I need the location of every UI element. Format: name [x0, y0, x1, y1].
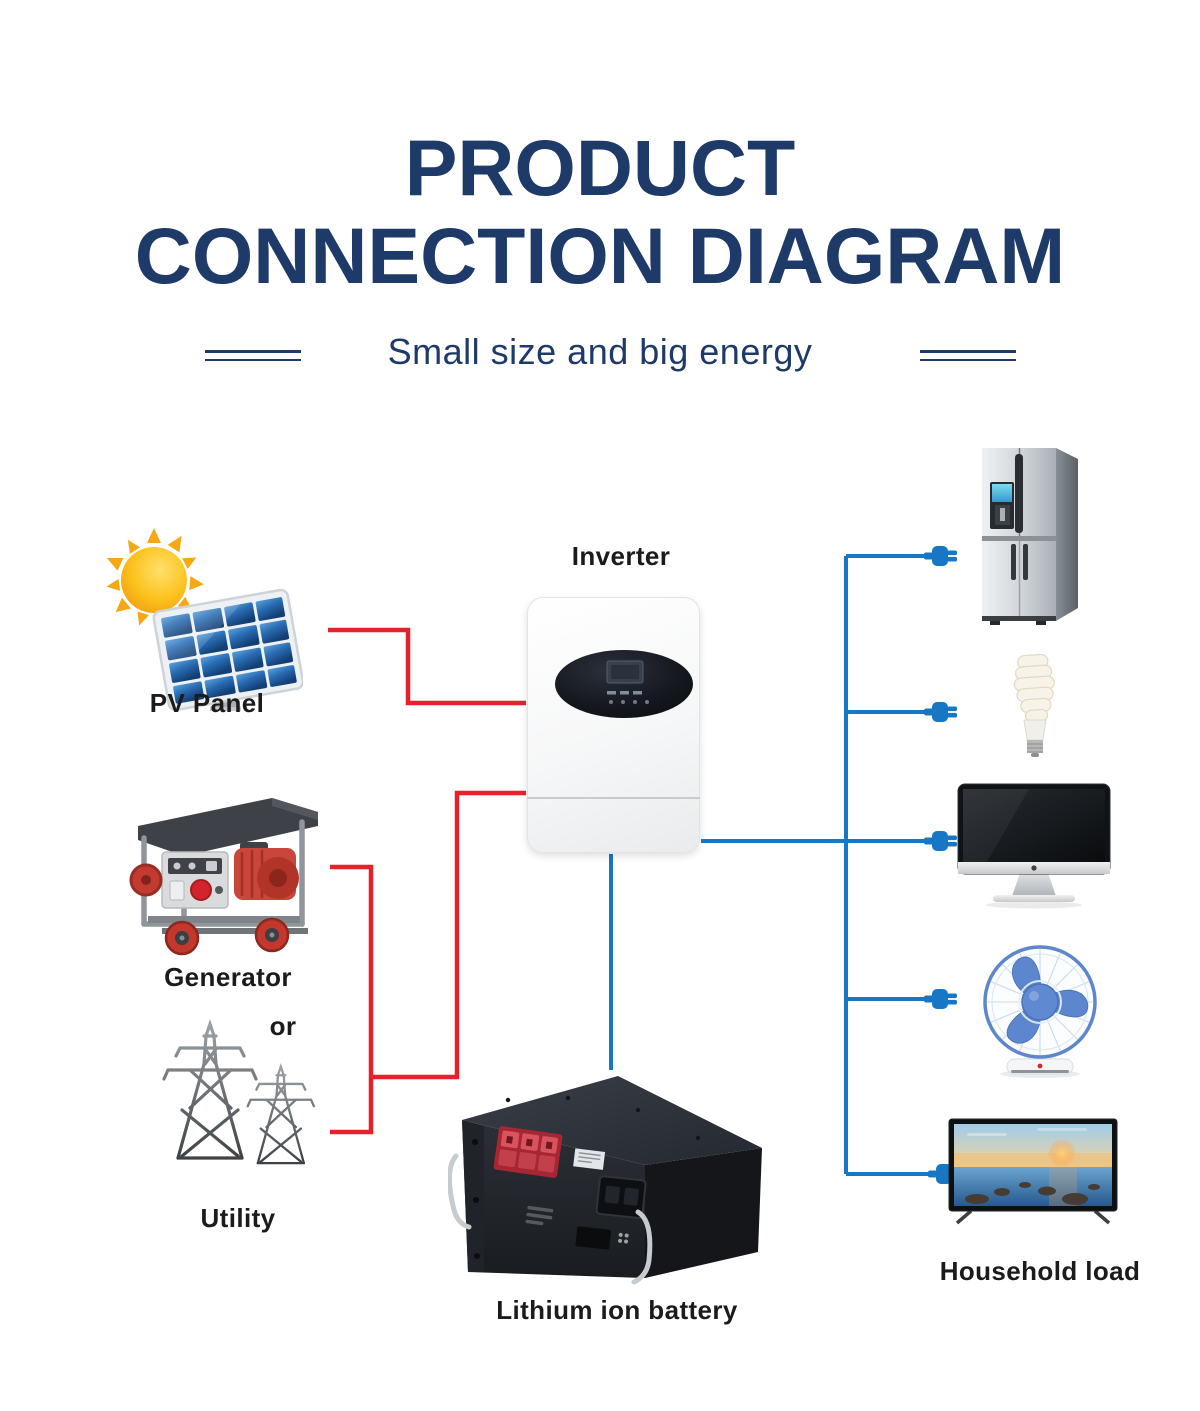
power-plug-icon	[924, 831, 957, 851]
generator-label: Generator	[164, 962, 292, 992]
power-plug-icon	[924, 546, 957, 566]
household-load-label: Household load	[939, 1256, 1141, 1286]
inverter-screen	[555, 650, 693, 718]
cfl-bulb-icon	[1013, 653, 1055, 757]
wire-generator-utility-bus	[330, 864, 374, 1135]
inverter-label: Inverter	[571, 541, 671, 571]
sun-icon	[106, 528, 204, 627]
refrigerator-icon	[982, 448, 1078, 625]
solar-panel-icon	[152, 588, 303, 711]
battery-red-connector	[493, 1126, 563, 1178]
tv-icon	[948, 1118, 1118, 1225]
title-line-2: CONNECTION DIAGRAM	[134, 211, 1066, 301]
subtitle-decoration-left	[205, 350, 301, 367]
wire-pv-to-inverter	[328, 627, 526, 706]
computer-icon	[957, 783, 1111, 909]
battery-label: Lithium ion battery	[496, 1295, 738, 1325]
power-plug-icon	[924, 702, 957, 722]
power-plug-icon	[924, 989, 957, 1009]
utility-towers-icon	[162, 1018, 316, 1165]
sun-solar-panel-icon	[106, 528, 303, 711]
fridge-dispenser	[990, 482, 1014, 529]
page-title: PRODUCT CONNECTION DIAGRAM	[0, 123, 1200, 301]
or-label: or	[269, 1011, 297, 1041]
utility-label: Utility	[200, 1203, 276, 1233]
apple-logo-dot	[1031, 865, 1037, 871]
desk-fan-icon	[983, 945, 1097, 1078]
inverter-image	[527, 597, 700, 853]
subtitle-decoration-right	[920, 350, 1016, 367]
inverter-panel-seam	[527, 797, 700, 799]
wire-ac-to-inverter	[371, 790, 526, 1080]
lithium-battery-image	[448, 1076, 762, 1285]
tv-scene-rocks	[965, 1182, 1100, 1205]
page-subtitle: Small size and big energy	[387, 331, 813, 372]
battery-black-connector	[595, 1175, 647, 1220]
pv-panel-label: PV Panel	[149, 688, 265, 718]
generator-wheels	[164, 917, 290, 956]
generator-icon	[129, 798, 318, 956]
title-line-1: PRODUCT	[404, 123, 796, 212]
